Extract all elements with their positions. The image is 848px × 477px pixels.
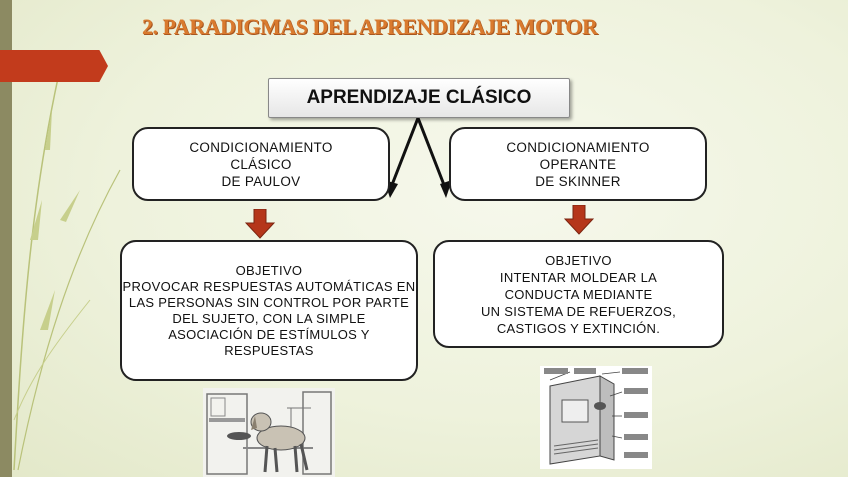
node-line: CONDICIONAMIENTO bbox=[506, 139, 650, 155]
node-line: LAS PERSONAS SIN CONTROL POR PARTE bbox=[128, 294, 410, 310]
node-line: CLÁSICO bbox=[230, 156, 292, 172]
node-line: ASOCIACIÓN DE ESTÍMULOS Y bbox=[168, 326, 370, 342]
skinner-box-illustration bbox=[540, 366, 652, 469]
left-strip bbox=[0, 0, 12, 477]
slide-title: 2. PARADIGMAS DEL APRENDIZAJE MOTOR bbox=[142, 14, 598, 39]
pavlov-dog-illustration bbox=[203, 388, 335, 477]
node-line: OBJETIVO bbox=[235, 262, 303, 278]
node-line: CONDUCTA MEDIANTE bbox=[504, 286, 653, 302]
node-line: CONDICIONAMIENTO bbox=[189, 139, 333, 155]
node-line: CASTIGOS Y EXTINCIÓN. bbox=[496, 320, 661, 336]
node-line: UN SISTEMA DE REFUERZOS, bbox=[480, 303, 676, 319]
node-condicionamiento-clasico: CONDICIONAMIENTO CLÁSICO DE PAULOV bbox=[132, 127, 390, 201]
node-line: INTENTAR MOLDEAR LA bbox=[499, 269, 658, 285]
node-condicionamiento-operante: CONDICIONAMIENTO OPERANTE DE SKINNER bbox=[449, 127, 707, 201]
node-line: RESPUESTAS bbox=[224, 342, 314, 358]
node-objetivo-skinner: OBJETIVO INTENTAR MOLDEAR LA CONDUCTA ME… bbox=[433, 240, 724, 348]
node-objetivo-pavlov: OBJETIVO PROVOCAR RESPUESTAS AUTOMÁTICAS… bbox=[120, 240, 418, 381]
down-arrow-icon bbox=[564, 205, 594, 235]
root-node: APRENDIZAJE CLÁSICO bbox=[268, 78, 570, 118]
node-line: DE PAULOV bbox=[221, 173, 301, 189]
node-line: DE SKINNER bbox=[535, 173, 621, 189]
node-line: PROVOCAR RESPUESTAS AUTOMÁTICAS EN bbox=[122, 278, 416, 294]
title-arrow-banner bbox=[0, 50, 108, 82]
down-arrow-icon bbox=[245, 209, 275, 239]
node-line: OPERANTE bbox=[539, 156, 617, 172]
node-line: OBJETIVO bbox=[545, 252, 612, 268]
node-line: DEL SUJETO, CON LA SIMPLE bbox=[172, 310, 366, 326]
